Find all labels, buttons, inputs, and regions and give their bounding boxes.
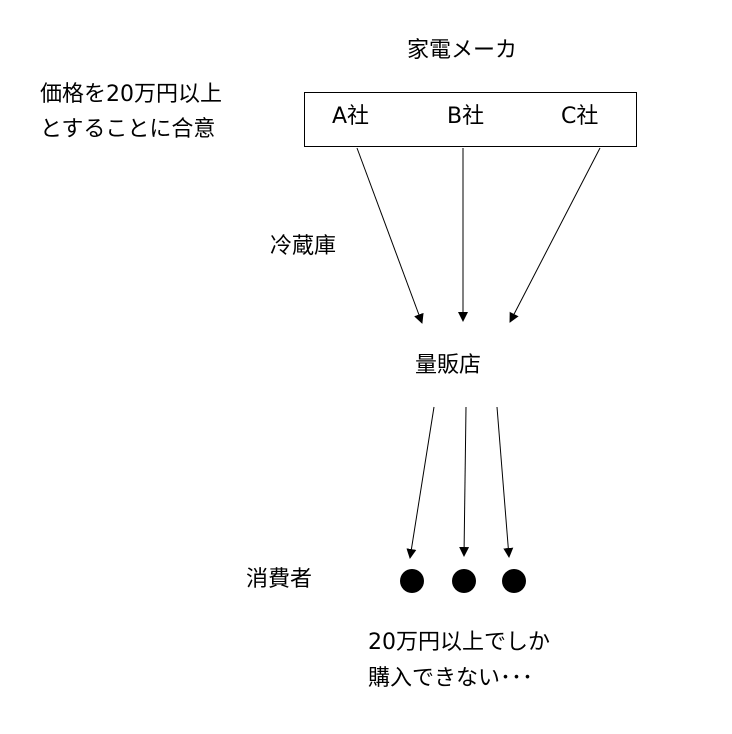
arrow-retailer-to-consumer-3 <box>496 406 514 558</box>
note-text-line2: 購入できない･･･ <box>368 666 534 691</box>
agreement-text-line2: とすることに合意 <box>40 117 216 142</box>
arrow-c-to-retailer <box>509 147 601 323</box>
consumer-dot-3 <box>502 569 526 593</box>
note-text-line1: 20万円以上でしか <box>368 630 550 655</box>
company-b-label: B社 <box>447 104 485 129</box>
retailer-label: 量販店 <box>415 353 482 378</box>
consumer-dot-1 <box>400 569 424 593</box>
company-a-label: A社 <box>332 104 370 129</box>
arrow-retailer-to-consumer-2 <box>459 406 470 557</box>
arrow-a-to-retailer <box>356 147 424 324</box>
agreement-text-line1: 価格を20万円以上 <box>40 82 222 107</box>
manufacturer-title: 家電メーカ <box>407 38 518 63</box>
company-c-label: C社 <box>561 104 599 129</box>
product-label: 冷蔵庫 <box>270 234 337 259</box>
consumer-dot-2 <box>452 569 476 593</box>
consumer-label: 消費者 <box>246 567 313 592</box>
manufacturer-box <box>304 92 637 147</box>
arrow-retailer-to-consumer-1 <box>406 406 435 559</box>
